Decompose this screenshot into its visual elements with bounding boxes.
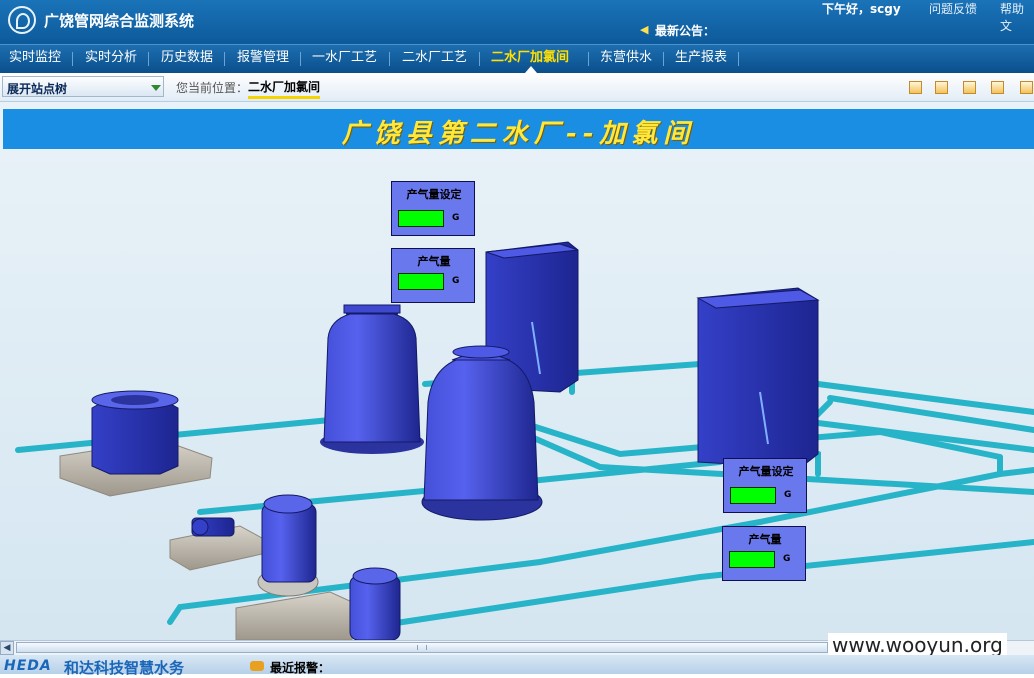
nav-divider xyxy=(588,52,589,66)
site-tree-toggle[interactable]: 展开站点树 xyxy=(2,76,164,97)
panel-unit: G xyxy=(784,490,792,500)
panel-label: 产气量 xyxy=(748,533,782,546)
speaker-icon: ◀ xyxy=(640,23,649,36)
brand-logo: HEDA xyxy=(4,658,52,674)
user-greeting: 下午好，scgy xyxy=(822,2,901,16)
pipe-bottom-long xyxy=(167,467,1034,625)
nav-item-realtime-monitor[interactable]: 实时监控 xyxy=(9,50,62,65)
main-nav: 实时监控 实时分析 历史数据 报警管理 一水厂工艺 二水厂工艺 二水厂加氯间 东… xyxy=(0,44,1034,73)
nav-item-realtime-analysis[interactable]: 实时分析 xyxy=(85,50,138,65)
gas-output-readout-1[interactable] xyxy=(398,273,444,290)
nav-divider xyxy=(148,52,149,66)
nav-item-production-report[interactable]: 生产报表 xyxy=(675,50,728,65)
active-tab-caret xyxy=(525,66,537,73)
brand-name: 和达科技智慧水务 xyxy=(64,659,185,677)
panel-unit: G xyxy=(452,213,460,223)
app-title: 广饶管网综合监测系统 xyxy=(44,12,195,30)
gas-output-setpoint-readout-1[interactable] xyxy=(398,210,444,227)
nav-divider xyxy=(479,52,480,66)
app-header: 广饶管网综合监测系统 ◀ 最新公告： 下午好，scgy 问题反馈 帮助文 xyxy=(0,0,1034,44)
nav-item-history[interactable]: 历史数据 xyxy=(161,50,214,65)
nav-divider xyxy=(389,52,390,66)
nav-item-dongying-supply[interactable]: 东营供水 xyxy=(600,50,653,65)
nav-divider xyxy=(663,52,664,66)
gas-output-readout-2[interactable] xyxy=(729,551,775,568)
breadcrumb-bar: 展开站点树 您当前位置： 二水厂加氯间 xyxy=(0,73,1034,102)
panel-label: 产气量 xyxy=(417,255,451,268)
export-icon[interactable] xyxy=(963,81,976,94)
panel-unit: G xyxy=(452,276,460,286)
nav-divider xyxy=(300,52,301,66)
report-icon[interactable] xyxy=(909,81,922,94)
nav-divider xyxy=(72,52,73,66)
dome-tank-2 xyxy=(421,345,543,521)
dome-tank-1 xyxy=(320,304,424,454)
gas-output-setpoint-panel-1: 产气量设定 G xyxy=(391,181,475,236)
equipment-scene xyxy=(15,241,1034,640)
gas-output-panel-2: 产气量 G xyxy=(722,526,806,581)
recent-alarm-label: 最近报警： xyxy=(270,661,331,675)
help-link[interactable]: 帮助文 xyxy=(1000,2,1025,33)
pipe-bottom-2 xyxy=(347,539,1034,633)
scene-title: 广饶县第二水厂--加氯间 xyxy=(341,119,696,149)
panel-label: 产气量设定 xyxy=(738,465,794,478)
chevron-down-icon xyxy=(151,85,161,91)
gas-output-panel-1: 产气量 G xyxy=(391,248,475,303)
query-icon[interactable] xyxy=(935,81,948,94)
grip-icon xyxy=(417,645,427,650)
notice-label: 最新公告： xyxy=(655,24,716,38)
scroll-left-icon[interactable]: ◀ xyxy=(0,641,14,655)
vertical-pump-1 xyxy=(235,494,353,640)
gas-output-setpoint-panel-2: 产气量设定 G xyxy=(723,458,807,513)
gas-output-setpoint-readout-2[interactable] xyxy=(730,487,776,504)
nav-item-plant2-chlorination[interactable]: 二水厂加氯间 xyxy=(491,50,570,65)
small-pump xyxy=(169,517,263,571)
process-diagram: 广饶县第二水厂--加氯间 xyxy=(0,102,1034,640)
gas-generator-cabinet-2 xyxy=(696,287,820,469)
pipe-network xyxy=(15,357,1034,633)
nav-divider xyxy=(224,52,225,66)
panel-label: 产气量设定 xyxy=(406,188,462,201)
nav-item-plant2-process[interactable]: 二水厂工艺 xyxy=(402,50,468,65)
nav-item-alarms[interactable]: 报警管理 xyxy=(237,50,290,65)
nav-divider xyxy=(738,52,739,66)
pipe-right-top xyxy=(815,381,1034,415)
watermark: www.wooyun.org xyxy=(828,633,1007,657)
alarm-icon xyxy=(250,661,264,671)
pipe-lower-grid-2 xyxy=(517,429,1034,495)
footer-bar: HEDA 和达科技智慧水务 最近报警： xyxy=(0,655,1034,677)
panel-unit: G xyxy=(783,554,791,564)
octagon-tank xyxy=(59,390,213,497)
scene-banner: 广饶县第二水厂--加氯间 xyxy=(3,109,1034,149)
scroll-thumb[interactable] xyxy=(16,642,828,653)
vertical-pump-2 xyxy=(349,567,401,640)
help-icon[interactable] xyxy=(1020,81,1033,94)
horizontal-scrollbar[interactable]: ◀ xyxy=(0,640,1034,656)
print-icon[interactable] xyxy=(991,81,1004,94)
site-tree-label: 展开站点树 xyxy=(7,82,68,96)
feedback-link[interactable]: 问题反馈 xyxy=(929,2,978,16)
nav-item-plant1-process[interactable]: 一水厂工艺 xyxy=(312,50,378,65)
app-logo-icon xyxy=(8,6,36,34)
breadcrumb-label: 您当前位置： xyxy=(176,81,249,95)
pipe-right-loop xyxy=(827,395,1034,433)
breadcrumb-current: 二水厂加氯间 xyxy=(248,78,321,99)
